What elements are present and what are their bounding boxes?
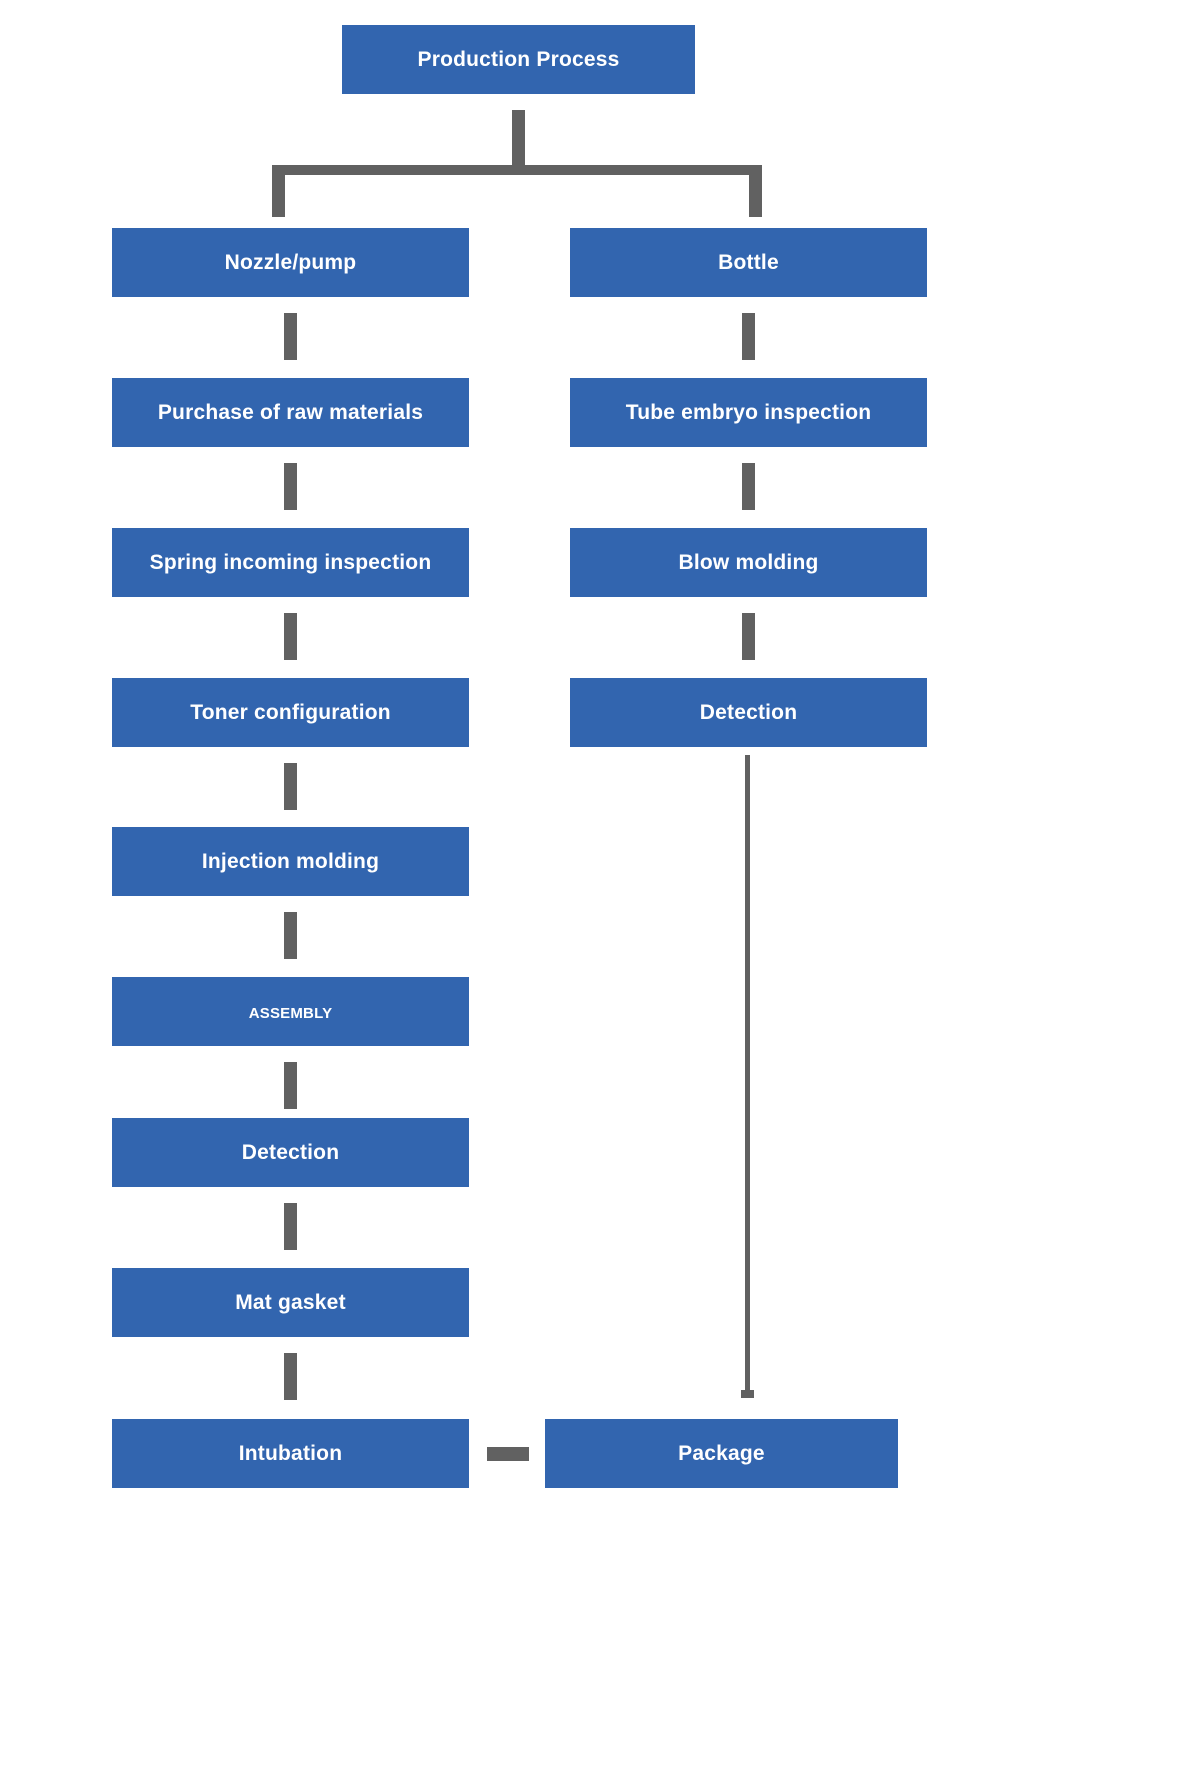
node-label: Purchase of raw materials	[157, 400, 424, 424]
node-toner-configuration[interactable]: Toner configuration	[112, 678, 469, 747]
connector-left-7	[284, 1203, 297, 1250]
connector-left-5	[284, 912, 297, 959]
node-label: Tube embryo inspection	[625, 400, 872, 424]
node-blow-molding[interactable]: Blow molding	[570, 528, 927, 597]
node-tube-embryo-inspection[interactable]: Tube embryo inspection	[570, 378, 927, 447]
connector-right-2	[742, 463, 755, 510]
connector-left-8	[284, 1353, 297, 1400]
node-label: Package	[678, 1441, 765, 1465]
connector-left-1	[284, 313, 297, 360]
connector-split-left-drop	[272, 165, 285, 217]
node-mat-gasket[interactable]: Mat gasket	[112, 1268, 469, 1337]
node-detection-right[interactable]: Detection	[570, 678, 927, 747]
connector-right-1	[742, 313, 755, 360]
node-label: Production Process	[417, 47, 620, 71]
node-label: Intubation	[238, 1441, 343, 1465]
node-label: Mat gasket	[235, 1290, 346, 1314]
node-intubation[interactable]: Intubation	[112, 1419, 469, 1488]
connector-detection-to-package	[745, 755, 750, 1395]
node-label: Injection molding	[201, 849, 380, 873]
connector-left-3	[284, 613, 297, 660]
node-production-process[interactable]: Production Process	[342, 25, 695, 94]
node-label: Detection	[699, 700, 798, 724]
node-nozzle-pump[interactable]: Nozzle/pump	[112, 228, 469, 297]
connector-left-4	[284, 763, 297, 810]
node-label: Spring incoming inspection	[149, 550, 432, 574]
node-bottle[interactable]: Bottle	[570, 228, 927, 297]
node-label: Toner configuration	[190, 700, 391, 724]
node-detection-left[interactable]: Detection	[112, 1118, 469, 1187]
connector-left-6	[284, 1062, 297, 1109]
connector-detection-to-package-tip	[741, 1390, 754, 1398]
node-assembly[interactable]: Assembly	[112, 977, 469, 1046]
connector-split-right-drop	[749, 165, 762, 217]
connector-split-bar	[272, 165, 762, 175]
node-label: Assembly	[248, 999, 333, 1023]
node-injection-molding[interactable]: Injection molding	[112, 827, 469, 896]
node-label: Nozzle/pump	[224, 250, 357, 274]
node-purchase-of-raw-materials[interactable]: Purchase of raw materials	[112, 378, 469, 447]
node-label: Blow molding	[678, 550, 819, 574]
node-label: Detection	[241, 1140, 340, 1164]
node-package[interactable]: Package	[545, 1419, 898, 1488]
connector-root-stem	[512, 110, 525, 165]
connector-right-3	[742, 613, 755, 660]
connector-intubation-to-package	[487, 1447, 529, 1461]
node-spring-incoming-inspection[interactable]: Spring incoming inspection	[112, 528, 469, 597]
connector-left-2	[284, 463, 297, 510]
node-label: Bottle	[718, 250, 779, 274]
